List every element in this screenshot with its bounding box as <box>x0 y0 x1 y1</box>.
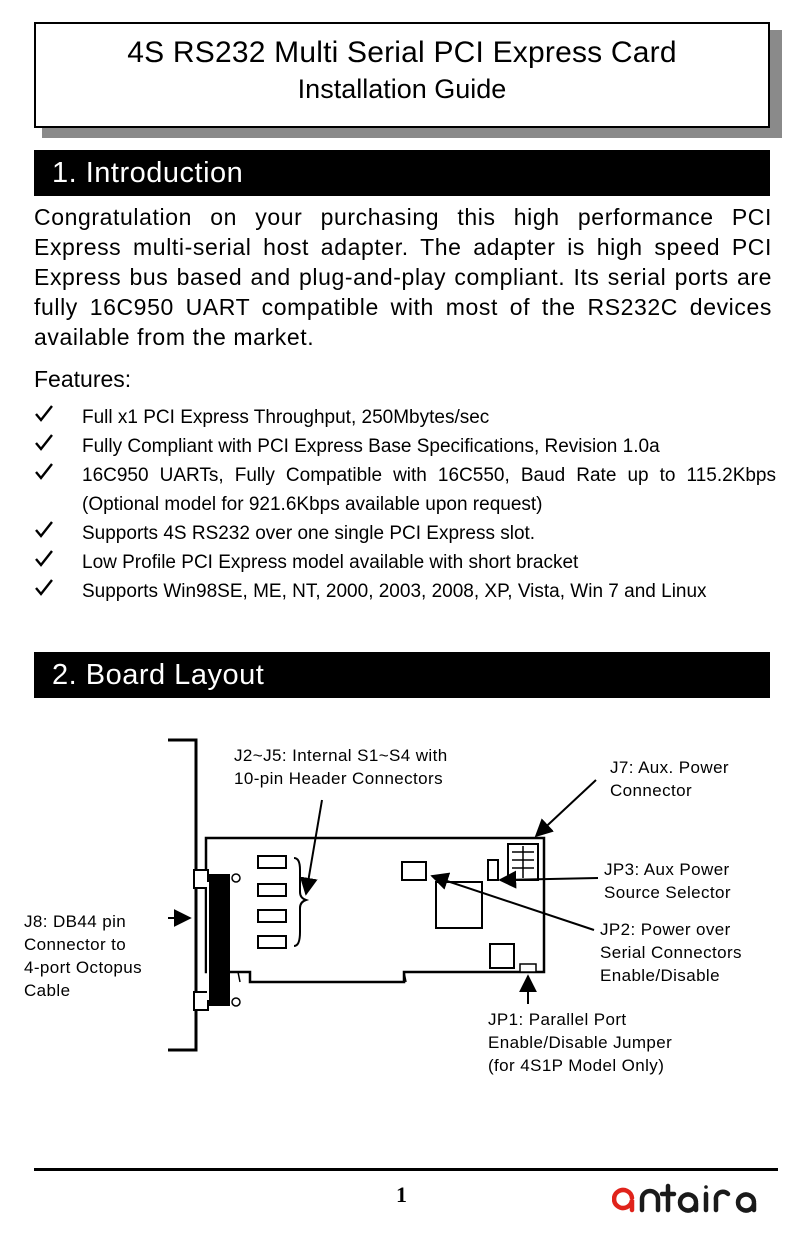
features-list: Full x1 PCI Express Throughput, 250Mbyte… <box>34 403 776 606</box>
list-item: Supports Win98SE, ME, NT, 2000, 2003, 20… <box>34 577 776 606</box>
connector-brace <box>293 857 310 947</box>
small-chip <box>489 943 515 969</box>
list-item: 16C950 UARTs, Fully Compatible with 16C5… <box>34 461 776 519</box>
list-item: Fully Compliant with PCI Express Base Sp… <box>34 432 776 461</box>
list-item: Low Profile PCI Express model available … <box>34 548 776 577</box>
header-connectors <box>257 855 287 949</box>
jp3-jumper <box>487 859 499 881</box>
arrow-jp2 <box>430 872 595 931</box>
checkmark-icon <box>35 434 53 451</box>
list-item: Full x1 PCI Express Throughput, 250Mbyte… <box>34 403 776 432</box>
arrow-j7 <box>534 779 597 838</box>
feature-text: Supports Win98SE, ME, NT, 2000, 2003, 20… <box>82 581 707 602</box>
jp1-jumper <box>519 963 537 973</box>
section-heading-introduction: 1. Introduction <box>34 150 770 196</box>
checkmark-icon <box>35 550 53 567</box>
document-subtitle: Installation Guide <box>297 74 507 104</box>
board-drawing <box>168 738 599 1052</box>
label-j7: J7: Aux. Power Connector <box>610 758 729 800</box>
label-jp1: JP1: Parallel Port Enable/Disable Jumper… <box>488 1010 673 1075</box>
board-layout-diagram: J2~J5: Internal S1~S4 with 10-pin Header… <box>0 720 808 1100</box>
features-label: Features: <box>34 366 132 392</box>
db44-connector <box>193 869 241 1011</box>
document-title: 4S RS232 Multi Serial PCI Express Card <box>127 36 677 69</box>
arrow-j2-j5 <box>299 799 323 896</box>
intro-paragraph: Congratulation on your purchasing this h… <box>34 204 772 350</box>
jp2-jumper <box>401 861 427 881</box>
feature-text: Supports 4S RS232 over one single PCI Ex… <box>82 523 536 544</box>
title-box: 4S RS232 Multi Serial PCI Express Card I… <box>34 22 770 128</box>
brand-logo <box>612 1183 757 1213</box>
label-jp2: JP2: Power over Serial Connectors Enable… <box>600 920 742 985</box>
label-j2-j5: J2~J5: Internal S1~S4 with 10-pin Header… <box>234 746 448 788</box>
feature-text: Full x1 PCI Express Throughput, 250Mbyte… <box>82 407 490 428</box>
feature-text: 16C950 UARTs, Fully Compatible with 16C5… <box>82 465 776 515</box>
arrow-jp3 <box>498 870 599 889</box>
section-heading-board-layout: 2. Board Layout <box>34 652 770 698</box>
checkmark-icon <box>35 405 53 422</box>
uart-chip <box>435 881 483 929</box>
list-item: Supports 4S RS232 over one single PCI Ex… <box>34 519 776 548</box>
checkmark-icon <box>35 521 53 538</box>
label-jp3: JP3: Aux Power Source Selector <box>604 860 731 902</box>
checkmark-icon <box>35 463 53 480</box>
aux-power-connector <box>507 843 539 881</box>
page-number: 1 <box>396 1182 407 1207</box>
label-j8: J8: DB44 pin Connector to 4-port Octopus… <box>24 912 143 1000</box>
feature-text: Fully Compliant with PCI Express Base Sp… <box>82 436 660 457</box>
checkmark-icon <box>35 579 53 596</box>
footer-rule <box>34 1168 778 1171</box>
brand-logo-mark <box>612 1183 757 1213</box>
pci-bracket <box>168 738 198 1052</box>
feature-text: Low Profile PCI Express model available … <box>82 552 579 573</box>
